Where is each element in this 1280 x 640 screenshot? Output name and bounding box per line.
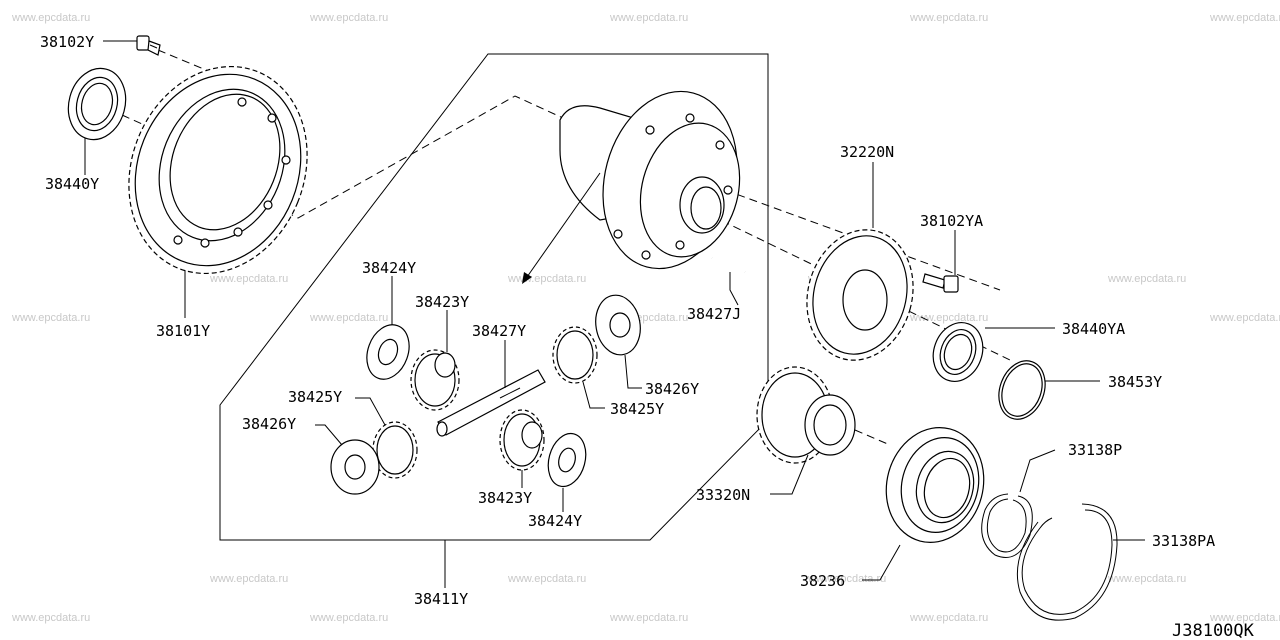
gear-33320N[interactable]	[756, 366, 856, 464]
watermark: www.epcdata.ru	[609, 612, 688, 624]
pinion-38425Y-right[interactable]	[552, 326, 598, 384]
label-38440YA[interactable]: 38440YA	[1062, 320, 1125, 338]
watermark: www.epcdata.ru	[1209, 612, 1280, 624]
label-33138PA[interactable]: 33138PA	[1152, 532, 1215, 550]
label-38426Y-left[interactable]: 38426Y	[242, 415, 296, 433]
watermark: www.epcdata.ru	[909, 312, 988, 324]
label-38102YA[interactable]: 38102YA	[920, 212, 983, 230]
watermark: www.epcdata.ru	[1107, 573, 1186, 585]
watermark: www.epcdata.ru	[1209, 312, 1280, 324]
shim-38453Y[interactable]	[991, 354, 1053, 425]
watermark: www.epcdata.ru	[309, 312, 388, 324]
watermark: www.epcdata.ru	[909, 612, 988, 624]
watermark: www.epcdata.ru	[11, 312, 90, 324]
label-38427Y[interactable]: 38427Y	[472, 322, 526, 340]
washer-38424Y-bottom[interactable]	[543, 429, 592, 490]
oil-seal-38440YA[interactable]	[925, 316, 991, 389]
label-32220N[interactable]: 32220N	[840, 143, 894, 161]
washer-38424Y-top[interactable]	[360, 319, 417, 385]
bolt-38102YA[interactable]	[922, 273, 959, 293]
ring-gear-38101Y[interactable]	[99, 40, 338, 301]
snap-ring-33138PA[interactable]	[1016, 503, 1118, 621]
label-33138P[interactable]: 33138P	[1068, 441, 1122, 459]
watermark: www.epcdata.ru	[1107, 273, 1186, 285]
watermark: www.epcdata.ru	[807, 573, 886, 585]
assembly-frame	[219, 53, 769, 541]
label-38453Y[interactable]: 38453Y	[1108, 373, 1162, 391]
bolt-38102Y[interactable]	[136, 35, 161, 56]
watermark: www.epcdata.ru	[507, 273, 586, 285]
washer-38426Y-right[interactable]	[591, 292, 645, 359]
watermark: www.epcdata.ru	[609, 12, 688, 24]
watermark: www.epcdata.ru	[309, 612, 388, 624]
label-38440Y[interactable]: 38440Y	[45, 175, 99, 193]
watermark: www.epcdata.ru	[507, 573, 586, 585]
label-38101Y[interactable]: 38101Y	[156, 322, 210, 340]
label-33320N[interactable]: 33320N	[696, 486, 750, 504]
label-38423Y-top[interactable]: 38423Y	[415, 293, 469, 311]
label-38102Y[interactable]: 38102Y	[40, 33, 94, 51]
bearing-38236[interactable]	[874, 417, 997, 554]
leader-lines	[84, 40, 1145, 588]
assembly-arrow	[522, 172, 601, 284]
label-38425Y-left[interactable]: 38425Y	[288, 388, 342, 406]
snap-ring-33138P[interactable]	[981, 493, 1033, 558]
label-38424Y-top[interactable]: 38424Y	[362, 259, 416, 277]
watermark: www.epcdata.ru	[11, 612, 90, 624]
label-38424Y-bottom[interactable]: 38424Y	[528, 512, 582, 530]
watermark: www.epcdata.ru	[309, 12, 388, 24]
label-38427J[interactable]: 38427J	[687, 305, 741, 323]
oil-seal-38440Y[interactable]	[61, 62, 134, 146]
part-labels: 38102Y 38440Y 38101Y 38424Y 38423Y 38427…	[40, 33, 1215, 608]
label-38236[interactable]: 38236	[800, 572, 845, 590]
label-38425Y-right[interactable]: 38425Y	[610, 400, 664, 418]
watermark: www.epcdata.ru	[209, 273, 288, 285]
label-38426Y-right[interactable]: 38426Y	[645, 380, 699, 398]
watermark: www.epcdata.ru	[209, 573, 288, 585]
label-38411Y[interactable]: 38411Y	[414, 590, 468, 608]
washer-38426Y-left[interactable]	[330, 439, 380, 495]
label-38423Y-bottom[interactable]: 38423Y	[478, 489, 532, 507]
watermark: www.epcdata.ru	[1209, 12, 1280, 24]
speedometer-gear-32220N[interactable]	[793, 218, 928, 372]
pin-38427J[interactable]	[711, 257, 746, 273]
side-gear-38423Y-bottom[interactable]	[499, 409, 545, 471]
watermark: www.epcdata.ru	[909, 12, 988, 24]
pinion-38425Y-left[interactable]	[372, 421, 418, 479]
diagram-code: J38100QK	[1172, 621, 1255, 640]
watermark: www.epcdata.ru	[11, 12, 90, 24]
differential-case[interactable]	[559, 76, 756, 284]
side-gear-38423Y-top[interactable]	[410, 349, 460, 411]
